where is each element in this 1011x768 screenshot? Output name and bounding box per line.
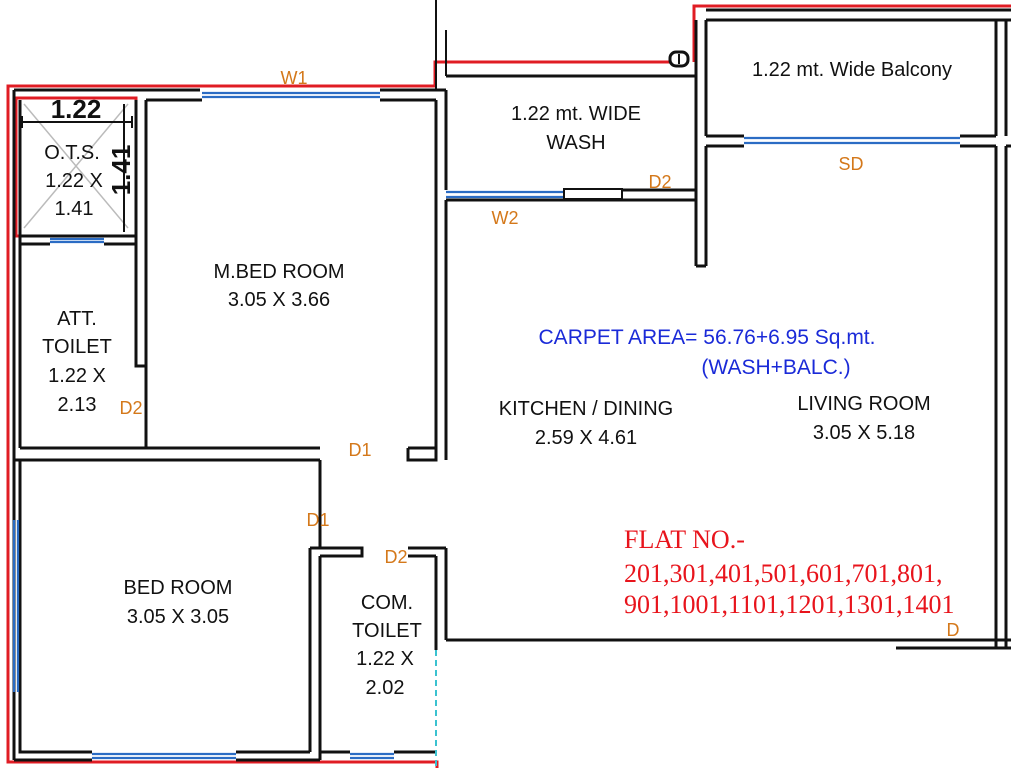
door-tag-d2-com-toilet: D2 — [384, 547, 407, 567]
door-tag-sd: SD — [838, 154, 863, 174]
door-tag-d2-att-toilet: D2 — [119, 398, 142, 418]
ots-size-2: 1.41 — [55, 198, 94, 220]
carpet-area-note: CARPET AREA= 56.76+6.95 Sq.mt. — [539, 326, 876, 349]
master-bedroom-name: M.BED ROOM — [213, 261, 344, 283]
door-tag-d2-wash: D2 — [648, 172, 671, 192]
att-toilet-size-1: 1.22 X — [48, 365, 106, 387]
ots-height-dim: 1.41 — [106, 145, 136, 196]
bedroom-name: BED ROOM — [124, 577, 233, 599]
door-tag-main: D — [947, 620, 960, 640]
com-toilet-size-1: 1.22 X — [356, 648, 414, 670]
att-toilet-name-2: TOILET — [42, 336, 112, 358]
wash-name-1: 1.22 mt. WIDE — [511, 103, 641, 125]
balcony-name: 1.22 mt. Wide Balcony — [752, 59, 952, 81]
ots-width-dim: 1.22 — [51, 94, 102, 124]
windows — [12, 91, 960, 768]
ots-size-1: 1.22 X — [45, 170, 103, 192]
living-room-name: LIVING ROOM — [797, 393, 930, 415]
att-toilet-size-2: 2.13 — [58, 394, 97, 416]
living-room-size: 3.05 X 5.18 — [813, 422, 915, 444]
wash-name-2: WASH — [546, 132, 605, 154]
master-bedroom-size: 3.05 X 3.66 — [228, 289, 330, 311]
red-outline — [6, 4, 1011, 768]
door-tag-d1-master-bed: D1 — [348, 440, 371, 460]
carpet-area-subnote: (WASH+BALC.) — [701, 356, 850, 379]
window-tag-w1: W1 — [281, 68, 308, 88]
flat-no-list-2: 901,1001,1101,1201,1301,1401 — [624, 590, 955, 619]
pipe-fitting — [668, 50, 690, 68]
com-toilet-size-2: 2.02 — [366, 677, 405, 699]
com-toilet-name-2: TOILET — [352, 620, 422, 642]
ots-graphics — [21, 103, 133, 232]
bedroom-size: 3.05 X 3.05 — [127, 606, 229, 628]
kitchen-name: KITCHEN / DINING — [499, 398, 673, 420]
flat-no-list-1: 201,301,401,501,601,701,801, — [624, 559, 943, 588]
door-tag-d1-bed: D1 — [306, 510, 329, 530]
ots-name: O.T.S. — [44, 142, 100, 164]
kitchen-size: 2.59 X 4.61 — [535, 427, 637, 449]
att-toilet-name-1: ATT. — [57, 308, 97, 330]
flat-no-title: FLAT NO.- — [624, 525, 745, 554]
window-tag-w2: W2 — [492, 208, 519, 228]
com-toilet-name-1: COM. — [361, 592, 413, 614]
